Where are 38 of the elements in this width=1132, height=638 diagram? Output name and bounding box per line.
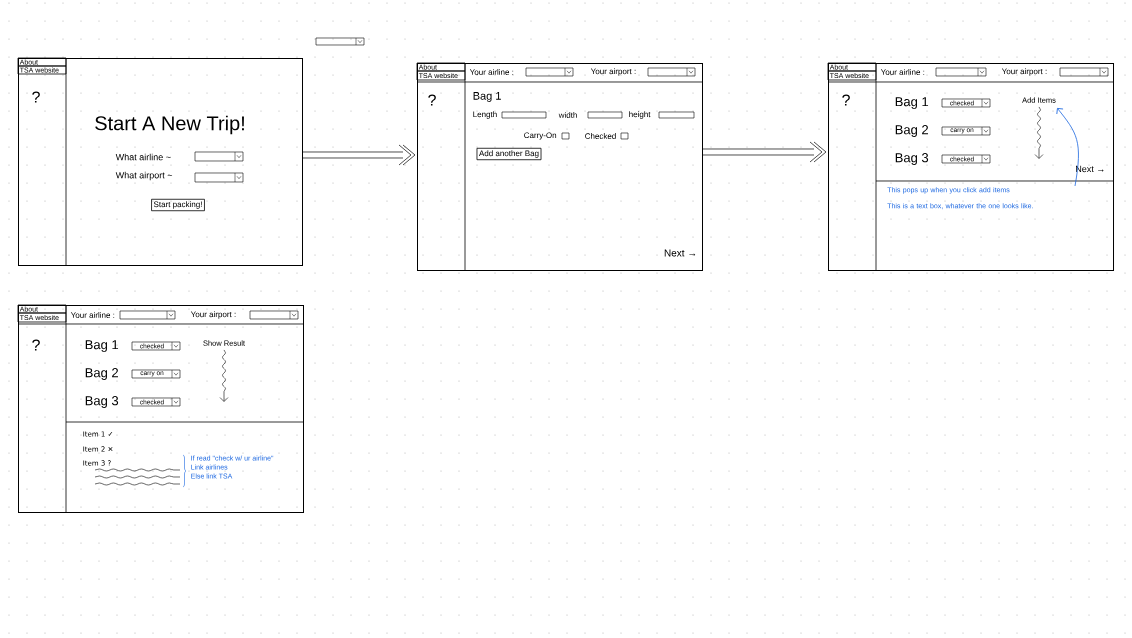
label-text: Bag 1	[85, 340, 119, 352]
button: Start packing!	[151, 198, 205, 212]
screen-frame	[417, 63, 703, 271]
label-text: Checked	[585, 133, 616, 139]
screen-frame	[18, 58, 303, 266]
label-text: Your airline :	[70, 312, 115, 318]
screen-frame	[828, 63, 1114, 271]
label-text: Bag 3	[895, 153, 929, 165]
label-text: Your airline :	[469, 69, 514, 75]
label-text: Next →	[1076, 165, 1104, 173]
question-mark: ?	[428, 94, 436, 106]
label-text: Carry-On	[524, 132, 557, 140]
double-arrow	[302, 144, 416, 166]
label-text: Your airport :	[590, 68, 636, 76]
screen-frame	[18, 305, 304, 513]
button: Add another Bag	[476, 147, 542, 161]
label-text: Bag 2	[895, 125, 928, 137]
label-text: Length	[473, 111, 497, 119]
label-text: Your airport :	[1001, 68, 1047, 76]
squiggly-arrow	[219, 349, 229, 402]
question-mark: ?	[842, 94, 850, 106]
label-text: Bag 1	[473, 92, 501, 102]
label-text: Bag 1	[895, 97, 929, 109]
question-mark: ?	[32, 91, 40, 103]
page-title: Start A New Trip!	[95, 115, 244, 135]
label-text: height	[629, 111, 651, 119]
label-text: width	[558, 112, 577, 118]
label-text: Your airline :	[880, 69, 925, 75]
question-mark: ?	[32, 339, 40, 351]
label-text: Next →	[664, 249, 696, 257]
label-text: Bag 3	[85, 396, 119, 408]
label-text: Bag 2	[85, 368, 118, 380]
curved-arrow	[1056, 108, 1079, 187]
label-text: Your airport :	[190, 311, 236, 319]
label-text: What airline ~	[115, 153, 171, 161]
double-arrow	[702, 141, 827, 163]
label-text: What airport ~	[115, 171, 173, 181]
squiggly-arrow	[1034, 106, 1044, 159]
